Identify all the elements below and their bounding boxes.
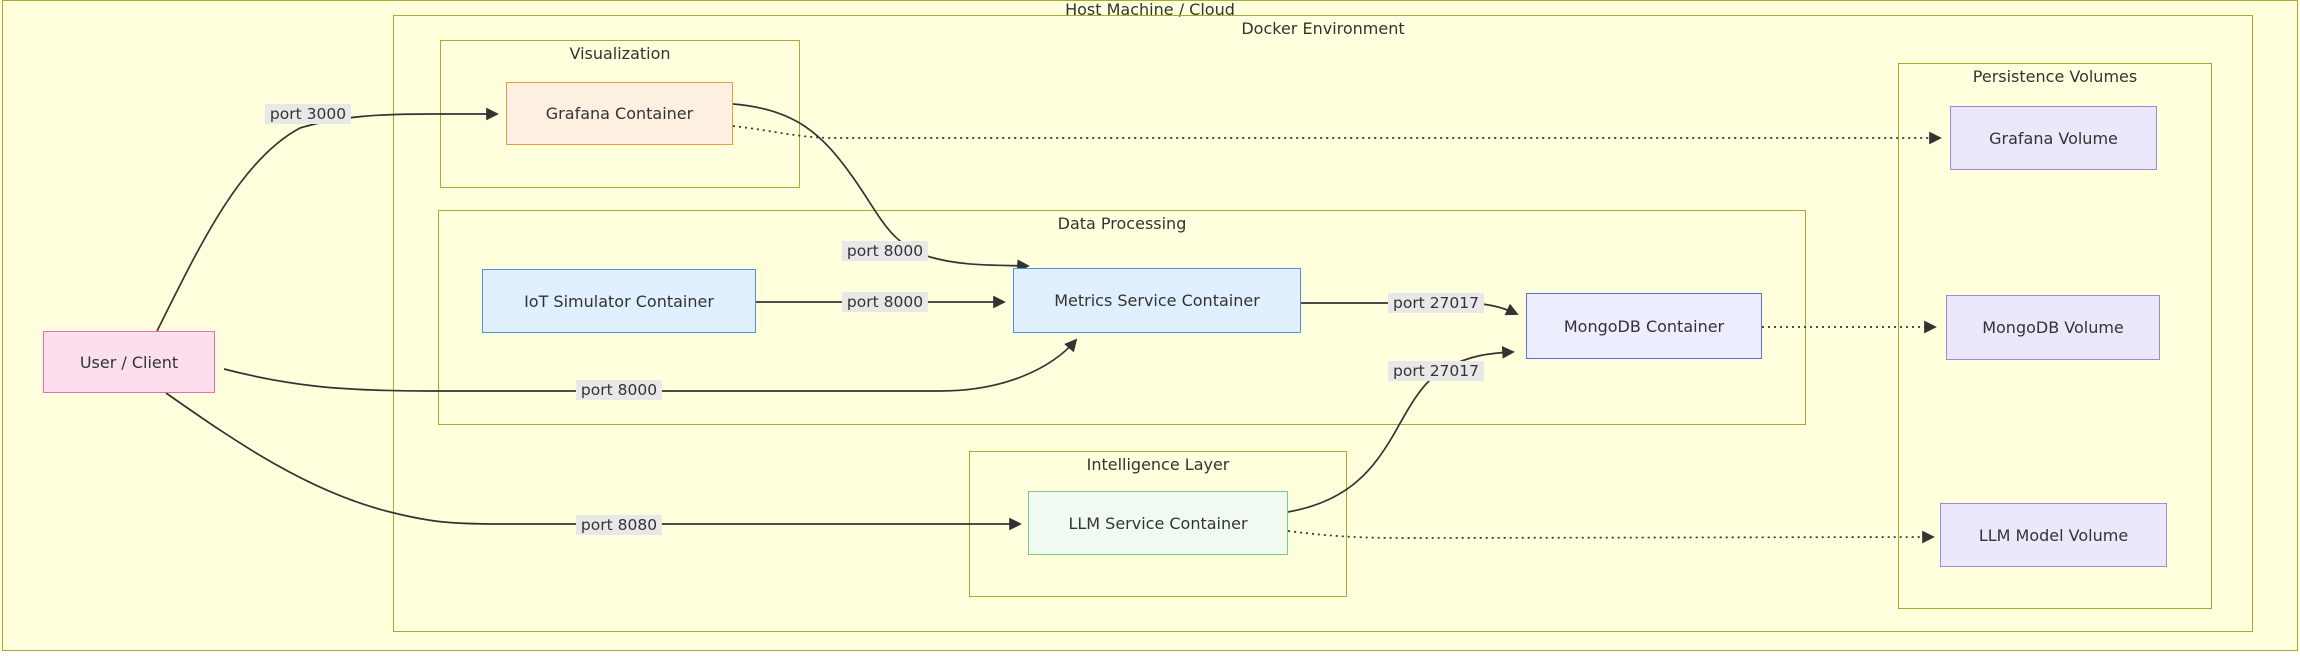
node-iot-simulator-container: IoT Simulator Container <box>482 269 756 333</box>
node-user-client-label: User / Client <box>79 352 179 372</box>
edge-label-port-27017-llm: port 27017 <box>1387 361 1485 381</box>
edge-label-port-3000: port 3000 <box>264 104 352 124</box>
node-mongodb-container: MongoDB Container <box>1526 293 1762 359</box>
group-docker-environment-label: Docker Environment <box>1241 19 1405 38</box>
group-intelligence-layer-label: Intelligence Layer <box>1086 455 1230 474</box>
group-visualization-label: Visualization <box>569 44 671 63</box>
edge-label-port-8000-iot: port 8000 <box>841 292 929 312</box>
node-llm-model-volume-label: LLM Model Volume <box>1978 525 2129 545</box>
node-metrics-service-container-label: Metrics Service Container <box>1054 291 1260 310</box>
node-grafana-volume-label: Grafana Volume <box>1989 128 2118 148</box>
node-mongodb-volume: MongoDB Volume <box>1946 295 2160 360</box>
node-llm-service-container-label: LLM Service Container <box>1068 513 1248 533</box>
edge-label-port-8000-grafana: port 8000 <box>841 241 929 261</box>
edge-label-port-8080: port 8080 <box>575 515 663 535</box>
group-data-processing-label: Data Processing <box>1057 214 1187 233</box>
group-host-machine-label: Host Machine / Cloud <box>1065 0 1235 19</box>
node-mongodb-volume-label: MongoDB Volume <box>1982 318 2124 337</box>
node-user-client: User / Client <box>43 331 215 393</box>
edge-label-port-8000-user: port 8000 <box>575 380 663 400</box>
node-metrics-service-container: Metrics Service Container <box>1013 268 1301 333</box>
node-llm-service-container: LLM Service Container <box>1028 491 1288 555</box>
node-grafana-volume: Grafana Volume <box>1950 106 2157 170</box>
group-persistence-volumes-label: Persistence Volumes <box>1972 67 2138 86</box>
group-persistence-volumes: Persistence Volumes <box>1898 63 2212 609</box>
node-grafana-container: Grafana Container <box>506 82 733 145</box>
node-llm-model-volume: LLM Model Volume <box>1940 503 2167 567</box>
node-mongodb-container-label: MongoDB Container <box>1563 316 1725 336</box>
node-grafana-container-label: Grafana Container <box>545 104 694 123</box>
edge-label-port-27017-metrics: port 27017 <box>1387 293 1485 313</box>
node-iot-simulator-container-label: IoT Simulator Container <box>524 291 714 311</box>
